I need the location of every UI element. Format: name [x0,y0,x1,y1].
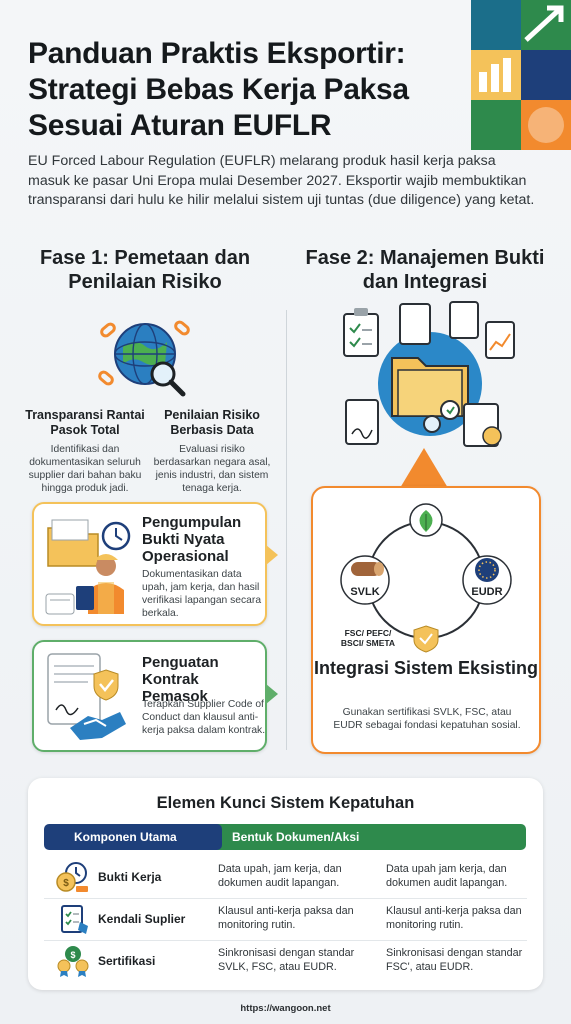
intro-text: EU Forced Labour Regulation (EUFLR) mela… [28,153,535,208]
sub1-desc: Identifikasi dan dokumentasikan seluruh … [28,444,142,494]
row-cell: Data upah jam kerja, dan dokumen audit l… [386,863,508,889]
bukti-desc: Dokumentasikan data upah, jam kerja, dan… [142,569,262,619]
svlk-label: SVLK [350,586,379,598]
fsc-label: FSC/ PEFC/ BSCI/ SMETA [340,628,396,648]
svg-text:$: $ [63,878,69,889]
compliance-table: Elemen Kunci Sistem Kepatuhan Bentuk Dok… [28,778,543,990]
row-cell: Sinkronisasi dengan standar FSC', atau E… [386,947,523,973]
arrow-up-icon [400,448,448,488]
kontrak-title: Penguatan Kontrak Pemasok [142,654,219,705]
sub2-title: Penilaian Risiko Berbasis Data [164,408,260,437]
row-cell: Klausul anti-kerja paksa dan monitoring … [386,905,522,931]
table-row: $ Bukti Kerja Data upah, jam kerja, dan … [44,858,527,898]
table-header-aksi: Bentuk Dokumen/Aksi [204,824,526,850]
integrasi-title: Integrasi Sistem Eksisting [313,658,539,678]
row-divider [44,898,527,899]
row-name: Kendali Suplier [98,912,186,926]
document-hub-icon [343,301,515,447]
integration-card: SVLK EUDR FSC/ PEFC/ BSCI/ SMETA Integra… [311,486,541,754]
svg-text:$: $ [70,950,75,960]
arrow-right-icon [266,545,278,565]
phase-divider [286,310,287,750]
page-title: Panduan Praktis Eksportir: Strategi Beba… [28,37,409,142]
bukti-title: Pengumpulan Bukti Nyata Operasional [142,514,242,565]
table-header-komponen: Komponen Utama [44,824,222,850]
certificate-medal-icon: $ [57,946,89,977]
phase1-title: Fase 1: Pemetaan dan Penilaian Risiko [39,247,251,293]
worker-folder-icon [45,519,131,615]
sub1-title: Transparansi Rantai Pasok Total [25,408,145,437]
checklist-icon [61,905,88,934]
kontrak-desc: Terapkan Supplier Code of Conduct dan kl… [142,699,266,736]
sub2-desc: Evaluasi risiko berdasarkan negara asal,… [153,444,271,494]
row-name: Bukti Kerja [98,870,162,884]
certification-cycle-diagram: SVLK EUDR [340,503,512,653]
row-cell: Data upah, jam kerja, dan dokumen audit … [218,863,342,889]
row-divider [44,940,527,941]
evidence-collection-card: Pengumpulan Bukti Nyata Operasional Doku… [32,502,267,626]
eudr-label: EUDR [471,586,502,598]
contract-handshake-icon [47,653,126,740]
row-cell: Sinkronisasi dengan standar SVLK, FSC, a… [218,947,355,973]
supply-chain-transparency: Transparansi Rantai Pasok Total Identifi… [25,408,145,495]
contract-card: Penguatan Kontrak Pemasok Terapkan Suppl… [32,640,267,752]
row-name: Sertifikasi [98,954,156,968]
row-cell: Klausul anti-kerja paksa dan monitoring … [218,905,354,931]
footer-url[interactable]: https://wangoon.net [240,1003,331,1014]
risk-assessment: Penilaian Risiko Berbasis Data Evaluasi … [152,408,272,495]
globe-chain-icon [98,320,190,397]
table-row: $ Sertifikasi Sinkronisasi dengan standa… [44,942,527,982]
arrow-right-icon [266,684,278,704]
table-title: Elemen Kunci Sistem Kepatuhan [156,794,415,812]
corner-decoration [471,0,571,150]
table-row: Kendali Suplier Klausul anti-kerja paksa… [44,900,527,940]
integrasi-desc: Gunakan sertifikasi SVLK, FSC, atau EUDR… [333,707,521,731]
phase2-title: Fase 2: Manajemen Bukti dan Integrasi [305,247,545,293]
money-clock-icon: $ [56,862,88,892]
